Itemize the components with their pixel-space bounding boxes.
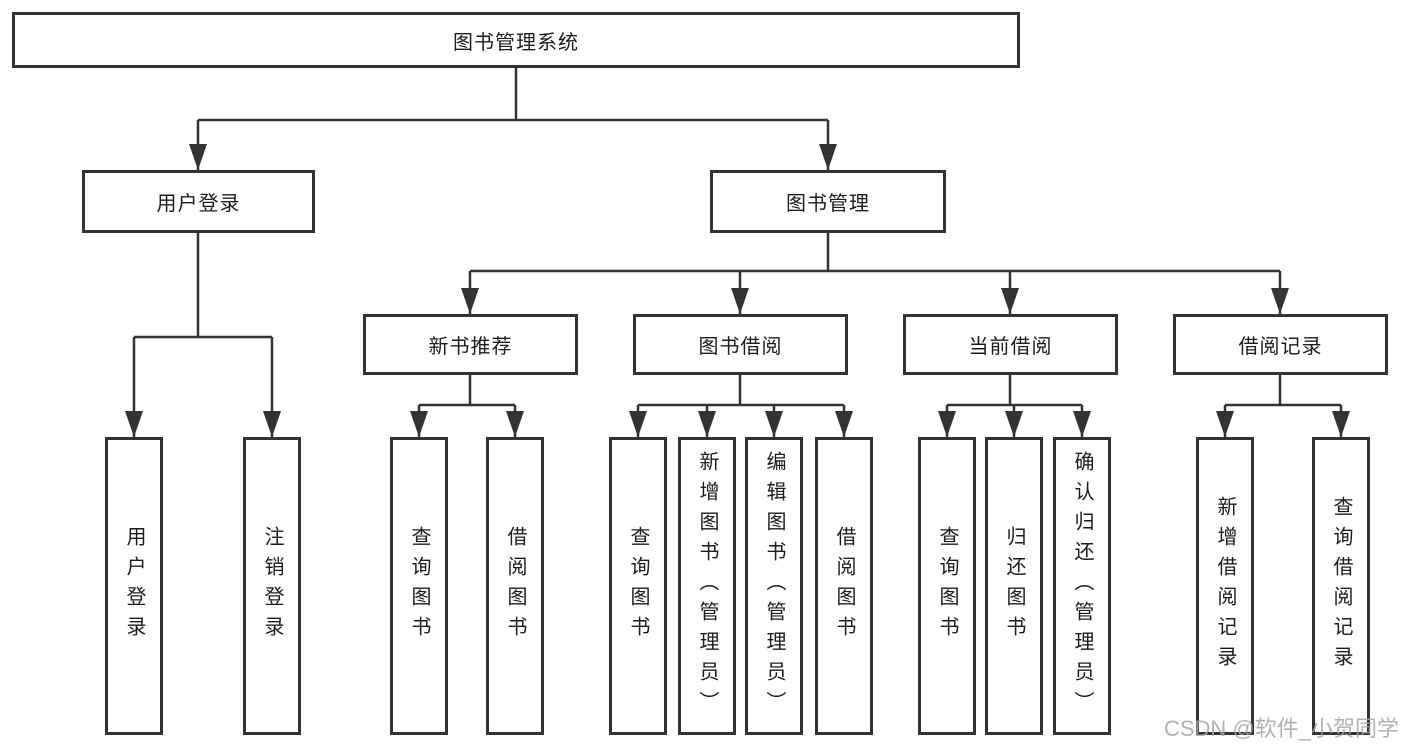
leaf-recommend-query-book: 查询图书 xyxy=(390,437,448,735)
node-new-book-recommendation: 新书推荐 xyxy=(363,314,578,375)
node-borrowing-records: 借阅记录 xyxy=(1173,314,1388,375)
leaf-recommend-borrow-book: 借阅图书 xyxy=(486,437,544,735)
node-current-borrowing: 当前借阅 xyxy=(903,314,1118,375)
node-book-borrowing: 图书借阅 xyxy=(633,314,848,375)
leaf-logout-login: 注销登录 xyxy=(243,437,301,735)
leaf-current-query-book: 查询图书 xyxy=(918,437,976,735)
leaf-current-confirm-return-admin: 确认归还（管理员） xyxy=(1053,437,1111,735)
leaf-user-login: 用户登录 xyxy=(105,437,163,735)
leaf-current-return-book: 归还图书 xyxy=(985,437,1043,735)
arrowheads xyxy=(125,144,1350,437)
leaf-records-query-borrow-record: 查询借阅记录 xyxy=(1312,437,1370,735)
leaf-borrowing-borrow-book: 借阅图书 xyxy=(815,437,873,735)
node-book-management: 图书管理 xyxy=(710,170,946,233)
leaf-borrowing-query-book: 查询图书 xyxy=(609,437,667,735)
node-library-management-system: 图书管理系统 xyxy=(12,12,1020,68)
node-user-login: 用户登录 xyxy=(82,170,315,233)
leaf-borrowing-edit-book-admin: 编辑图书（管理员） xyxy=(745,437,803,735)
leaf-records-add-borrow-record: 新增借阅记录 xyxy=(1196,437,1254,735)
csdn-watermark: CSDN @软件_小贺同学 xyxy=(1163,716,1399,741)
leaf-borrowing-add-book-admin: 新增图书（管理员） xyxy=(678,437,736,735)
